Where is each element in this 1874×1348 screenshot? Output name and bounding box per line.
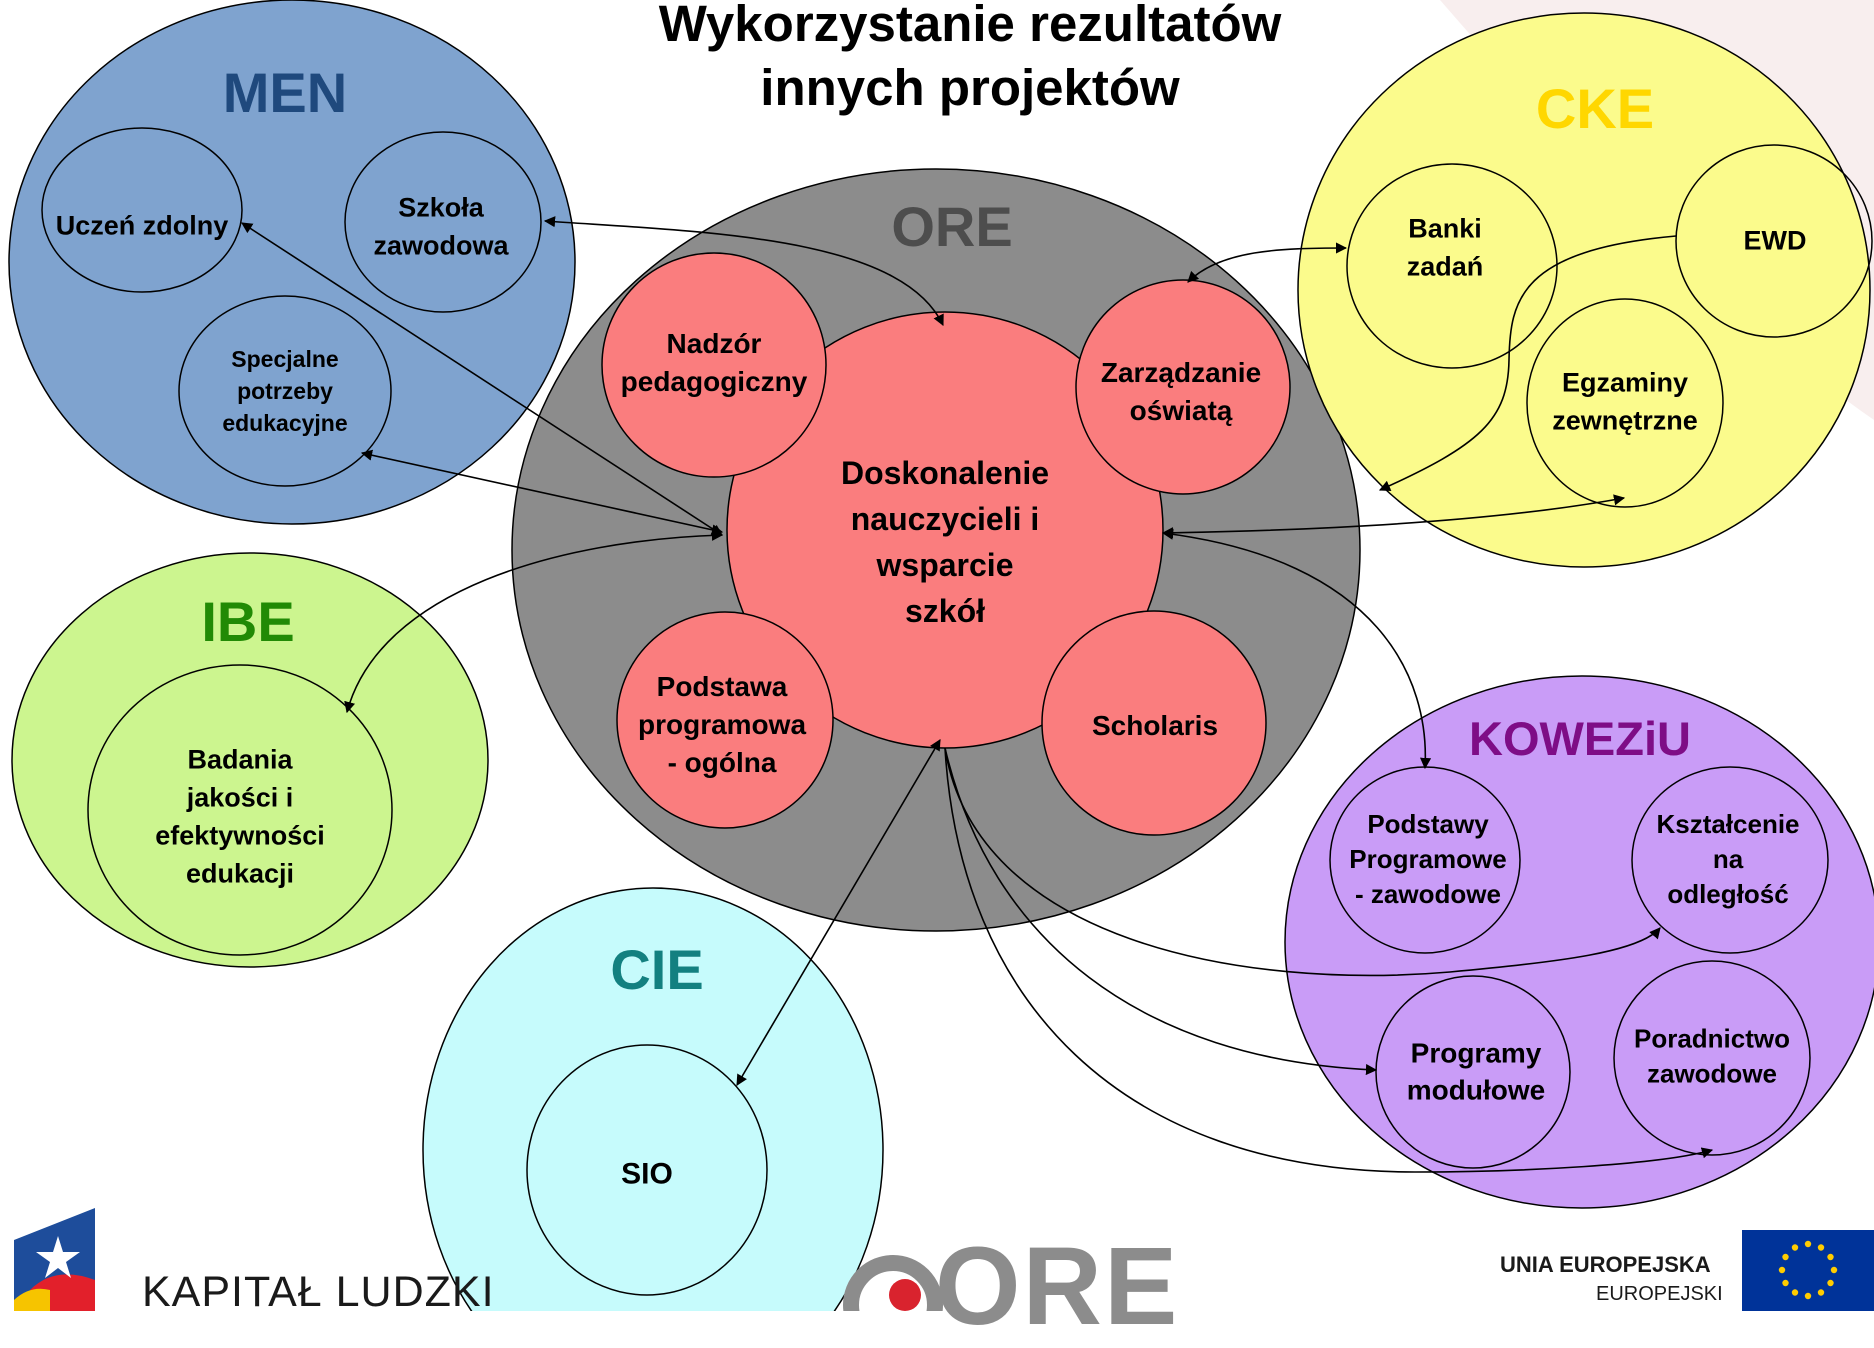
eu-star xyxy=(1782,1279,1789,1287)
ore-logo-ring xyxy=(843,1255,943,1311)
arrow-zarzadzanie-banki xyxy=(1187,242,1348,283)
diagram-title: Wykorzystanie rezultatów innych projektó… xyxy=(520,0,1420,120)
relationship-diagram: MEN IBE CIE ORE CKE KOWEZiU Uczeń z xyxy=(8,0,1874,1311)
eu-star xyxy=(1804,1292,1812,1300)
arrow-ore-ksztalcenie xyxy=(944,747,1661,977)
kapital-ludzki-logo xyxy=(14,1208,95,1311)
label-uczen: Uczeń zdolny xyxy=(56,210,229,240)
eu-star xyxy=(1817,1289,1825,1296)
eu-star xyxy=(1804,1240,1812,1248)
kow-circle-ksztalcenie xyxy=(1631,766,1829,954)
eu-star xyxy=(1827,1279,1834,1287)
men-label: MEN xyxy=(223,61,347,124)
eu-star xyxy=(1817,1244,1825,1251)
eu-star xyxy=(1827,1253,1834,1261)
eu-flag xyxy=(1742,1230,1874,1311)
label-ewd: EWD xyxy=(1744,225,1807,255)
ore-circle-zarzadzanie xyxy=(1075,279,1291,495)
kapital-logo-yellow-shape xyxy=(14,1288,50,1311)
koweziu-ellipse xyxy=(1284,675,1874,1209)
kapital-logo-star xyxy=(36,1236,80,1278)
cie-circle-sio xyxy=(526,1044,768,1296)
ore-label: ORE xyxy=(891,195,1012,258)
eu-stars xyxy=(1778,1240,1838,1300)
ore-logo xyxy=(843,1255,943,1311)
connector-arrows xyxy=(241,216,1714,1173)
label-sio: SIO xyxy=(621,1158,673,1191)
unia-europejska-text: UNIA EUROPEJSKA xyxy=(1500,1252,1711,1277)
kapital-ludzki-text: KAPITAŁ LUDZKI xyxy=(142,1268,495,1316)
eu-star xyxy=(1830,1266,1838,1274)
arrow-ore-poradnictwo xyxy=(944,747,1714,1173)
men-circle-uczen xyxy=(41,127,243,293)
ore-logo-dot xyxy=(889,1279,921,1311)
eu-star xyxy=(1782,1253,1789,1261)
cke-ellipse xyxy=(1297,12,1871,568)
arrow-doskonalenie-podstawy xyxy=(1161,528,1432,770)
cke-circle-ewd xyxy=(1675,144,1873,338)
europejski-text: EUROPEJSKI xyxy=(1596,1283,1723,1305)
title-line-2: innych projektów xyxy=(760,59,1180,116)
cke-label: CKE xyxy=(1536,77,1654,140)
label-scholaris: Scholaris xyxy=(1092,710,1218,741)
ore-logo-text: ORE xyxy=(935,1225,1180,1348)
arrow-szkola-ore xyxy=(543,216,944,327)
eu-star xyxy=(1791,1289,1799,1296)
arrow-sio-ore xyxy=(736,739,941,1086)
eu-star xyxy=(1778,1266,1786,1274)
ibe-circle-badania xyxy=(87,664,393,956)
eu-star xyxy=(1791,1244,1799,1251)
koweziu-label: KOWEZiU xyxy=(1469,712,1691,765)
cie-label: CIE xyxy=(610,938,703,1001)
arrow-ore-programy xyxy=(944,747,1378,1076)
arrow-specjalne-doskonalenie xyxy=(360,449,724,536)
ibe-label: IBE xyxy=(201,590,294,653)
arrow-ewd-egzaminy xyxy=(1378,235,1677,491)
title-line-1: Wykorzystanie rezultatów xyxy=(658,0,1282,52)
arrow-ibe-doskonalenie xyxy=(344,529,724,714)
